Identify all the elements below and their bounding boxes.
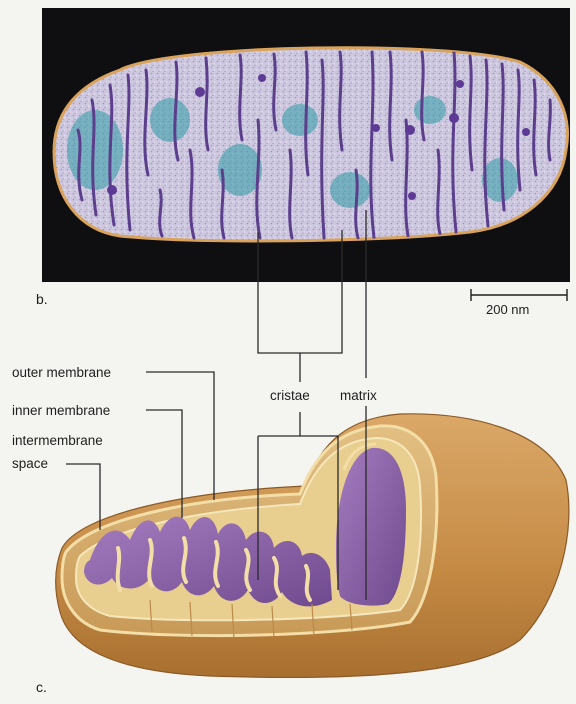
panel-c-letter: c. <box>36 680 47 694</box>
mitochondrion-micrograph <box>54 48 567 241</box>
mitochondrion-illustration <box>56 414 569 678</box>
intermembrane-space-label-line1: intermembrane <box>12 434 103 448</box>
matrix-label: matrix <box>340 389 377 403</box>
scale-bar-label: 200 nm <box>486 303 529 316</box>
scale-bar <box>471 289 567 301</box>
cristae-label: cristae <box>270 389 310 403</box>
inner-membrane-label: inner membrane <box>12 404 110 418</box>
intermembrane-space-leader <box>66 464 100 530</box>
micrograph-cristae-leader <box>258 230 342 353</box>
intermembrane-space-label-line2: space <box>12 457 48 471</box>
outer-membrane-leader <box>146 372 214 500</box>
outer-membrane-label: outer membrane <box>12 366 111 380</box>
panel-b-letter: b. <box>36 292 48 306</box>
